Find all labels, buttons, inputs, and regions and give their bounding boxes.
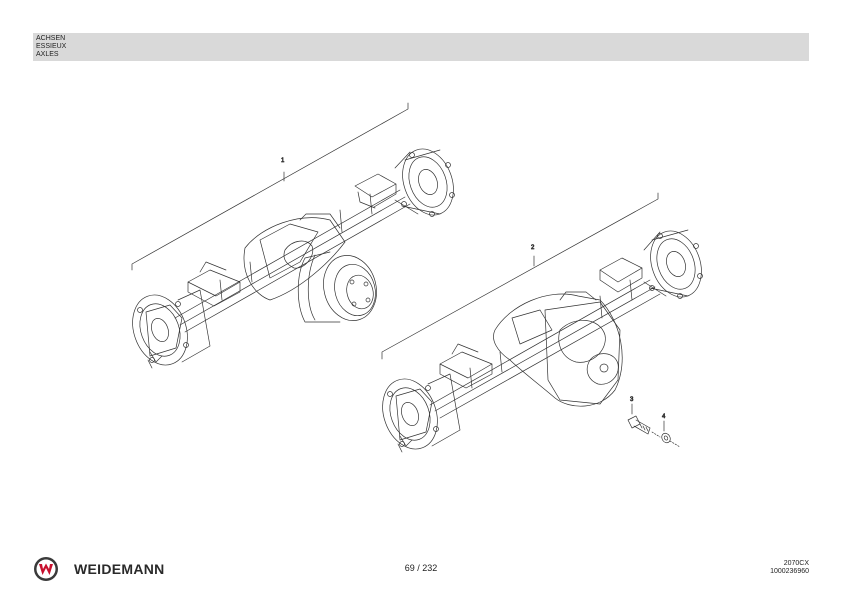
- header-line-de: ACHSEN: [36, 35, 66, 42]
- header-line-fr: ESSIEUX: [36, 43, 67, 50]
- bracket-axle-1: [131, 102, 409, 271]
- weidemann-logo-icon: [34, 557, 58, 581]
- axle-2: [382, 229, 703, 453]
- part-4-washer: [661, 420, 681, 448]
- axle-1: [132, 148, 455, 369]
- callout-3: 3: [630, 397, 634, 403]
- model-name: 2070CX: [783, 560, 809, 567]
- part-3-bolt: [627, 403, 661, 438]
- model-info: 2070CX 1000236960: [770, 560, 809, 576]
- callout-1: 1: [281, 158, 285, 164]
- callout-4: 4: [662, 414, 666, 420]
- bracket-axle-2: [381, 192, 659, 360]
- section-header-band: ACHSEN ESSIEUX AXLES: [33, 33, 809, 61]
- page-number: 69 / 232: [404, 563, 438, 573]
- header-line-en: AXLES: [36, 51, 59, 58]
- callout-2: 2: [531, 245, 535, 251]
- document-number: 1000236960: [770, 568, 809, 575]
- brand-name: WEIDEMANN: [74, 561, 165, 577]
